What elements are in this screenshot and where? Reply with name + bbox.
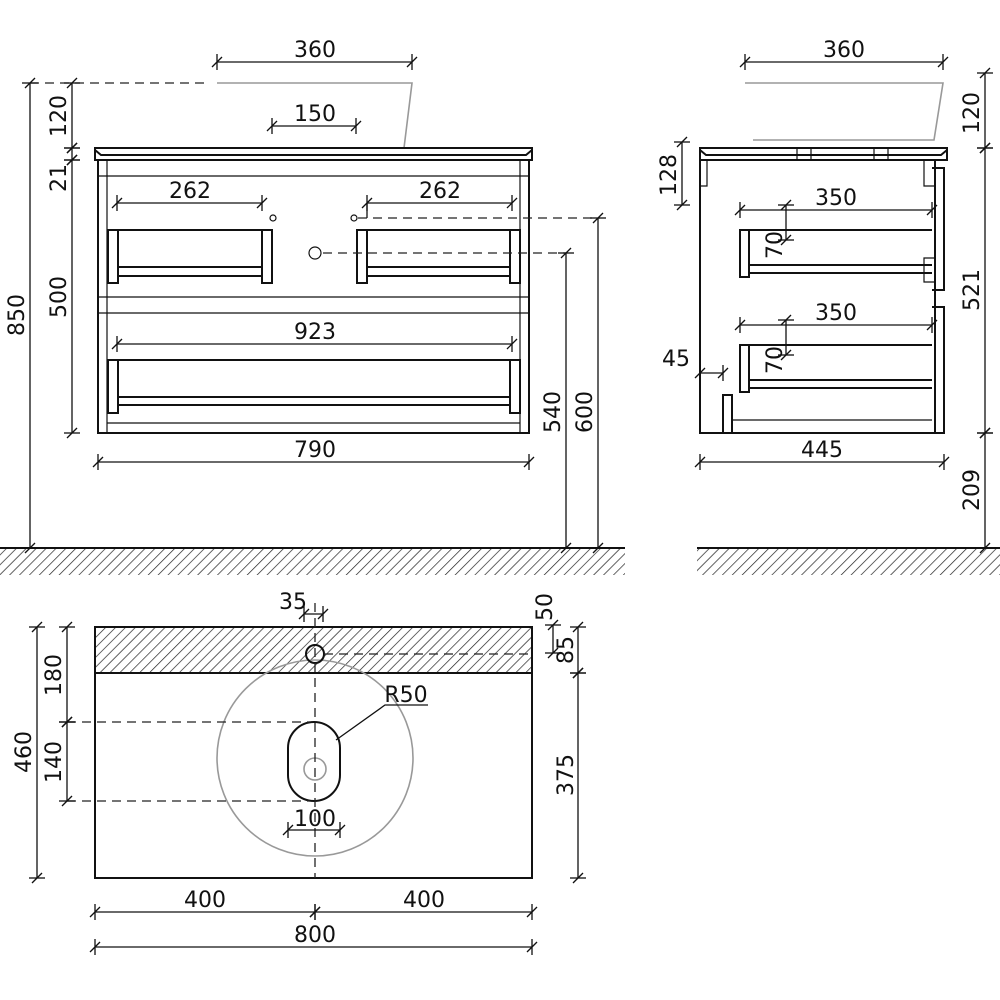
countertop-joints — [796, 148, 889, 160]
dimension-water-height: 600 — [573, 212, 606, 554]
dimension-total-height: 850 — [5, 77, 38, 554]
dimension-handle-left: 262 — [111, 179, 268, 211]
dimension-drawer-depth-bottom: 350 — [734, 301, 938, 333]
dimension-cabinet-height: 500 — [47, 154, 80, 439]
dimension-label: 400 — [403, 888, 445, 913]
dimension-handle-right: 262 — [361, 179, 518, 211]
dimension-label: 521 — [960, 269, 985, 311]
dimension-label: 85 — [554, 636, 579, 664]
dimension-foot-offset: 45 — [662, 347, 729, 381]
countertop-side — [699, 147, 948, 161]
dimension-label: 850 — [5, 294, 30, 336]
dimension-basin-width: 360 — [211, 38, 418, 70]
dimension-handle-height-top: 70 — [763, 199, 794, 259]
dimension-depth: 445 — [694, 438, 950, 470]
dimension-label: 128 — [657, 154, 682, 196]
dimension-label: 360 — [823, 38, 865, 63]
dimension-label: 180 — [42, 654, 67, 696]
dimension-label: 790 — [294, 438, 336, 463]
dimension-body-height: 521 — [960, 142, 993, 439]
dimensions: 360 150 262 262 923 790 850 120 21 500 540 600 360 12… — [5, 38, 993, 955]
dimension-label: 262 — [169, 179, 211, 204]
side-view — [697, 82, 1000, 575]
dimension-half-left: 400 — [89, 888, 321, 920]
dimension-top-thickness: 21 — [47, 142, 80, 192]
radius-label: R50 — [384, 683, 427, 708]
dimension-label: 45 — [662, 347, 690, 372]
dimension-tap-hole: 35 — [279, 590, 329, 622]
dimension-basin-zone: 375 — [554, 667, 586, 884]
dimension-handle-bottom: 923 — [111, 320, 518, 352]
dimension-drawer-depth-top: 350 — [734, 186, 938, 218]
dimension-label: 50 — [533, 593, 558, 621]
dimension-basin-height: 120 — [47, 77, 80, 154]
dimension-label: 360 — [294, 38, 336, 63]
dimension-drain-length: 140 — [42, 716, 75, 807]
side-handle-bottom — [739, 344, 932, 393]
hatched-band — [95, 627, 532, 673]
leader-line — [335, 704, 428, 741]
dimension-label: 120 — [960, 92, 985, 134]
vessel-basin-side — [745, 82, 944, 141]
dimension-label: 350 — [815, 186, 857, 211]
handle-top-left — [107, 229, 273, 284]
countertop — [94, 147, 533, 161]
back-blocks — [700, 159, 935, 283]
dimension-label: 209 — [960, 469, 985, 511]
floor-hatch — [0, 548, 625, 575]
dimension-tap-offset: 50 — [533, 593, 561, 659]
basin-outline — [216, 659, 414, 857]
dimension-label: 800 — [294, 923, 336, 948]
dimension-label: 375 — [554, 754, 579, 796]
dimension-width: 800 — [89, 923, 538, 955]
dimension-cabinet-width: 790 — [92, 438, 535, 470]
dimension-depth: 460 — [12, 621, 45, 884]
dimension-drain-height: 540 — [541, 247, 574, 554]
center-line — [314, 603, 532, 878]
dimension-label: 70 — [763, 231, 788, 259]
dimension-label: 445 — [801, 438, 843, 463]
foot — [722, 394, 733, 434]
reference-line — [30, 82, 600, 254]
water-inlet-left — [269, 214, 277, 222]
handle-bottom — [107, 359, 521, 414]
front-view — [0, 82, 625, 575]
handle-top-right — [356, 229, 521, 284]
dimension-label: 600 — [573, 391, 598, 433]
dimension-label: 262 — [419, 179, 461, 204]
top-view — [67, 603, 533, 879]
side-handle-top — [739, 229, 932, 278]
dimension-handle-height-bottom: 70 — [763, 314, 794, 374]
dimension-label: 500 — [47, 276, 72, 318]
dimension-mount-height: 209 — [960, 427, 993, 554]
dimension-label: 400 — [184, 888, 226, 913]
countertop-plan — [94, 626, 533, 879]
drain-slot — [287, 721, 341, 802]
dimension-drain-width: 100 — [282, 807, 346, 838]
dimension-drain-offset: 180 — [42, 621, 75, 728]
dimension-label: 460 — [12, 731, 37, 773]
dimension-label: 350 — [815, 301, 857, 326]
dimension-label: 120 — [47, 95, 72, 137]
drain-outlet — [308, 246, 322, 260]
reference-line — [67, 721, 310, 802]
dimension-half-right: 400 — [309, 888, 538, 920]
dimension-label: 140 — [42, 741, 67, 783]
side-body — [699, 160, 936, 434]
front-panels — [932, 167, 945, 434]
dimension-basin-height: 120 — [960, 67, 993, 154]
dimension-label: 35 — [279, 590, 307, 615]
dimension-label: 21 — [47, 164, 72, 192]
dimension-label: 100 — [294, 807, 336, 832]
dimension-top-drawer-offset: 128 — [657, 136, 690, 211]
dimension-label: 540 — [541, 391, 566, 433]
dimension-label: 923 — [294, 320, 336, 345]
dimension-basin-width: 360 — [739, 38, 949, 70]
dimension-label: 150 — [294, 102, 336, 127]
dimension-basin-drain: 150 — [266, 102, 362, 134]
water-inlet-right — [350, 214, 358, 222]
floor-hatch-side — [697, 548, 1000, 575]
dimension-label: 70 — [763, 346, 788, 374]
